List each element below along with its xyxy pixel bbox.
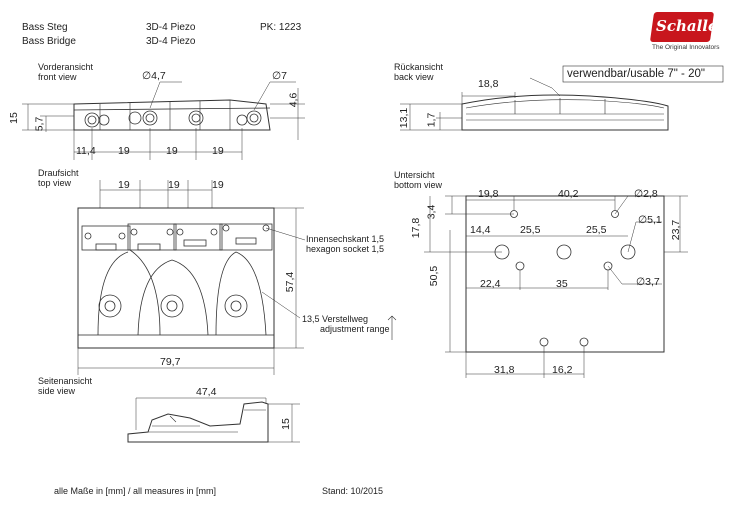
bottom-dim-o: 31,8	[494, 364, 515, 376]
bottom-dim-c: ∅2,8	[634, 188, 658, 200]
front-view-label-en: front view	[38, 72, 77, 82]
model-line-2: 3D-4 Piezo	[146, 36, 196, 47]
front-dim-s1: 19	[118, 145, 130, 157]
bottom-dim-e: 17,8	[410, 217, 423, 239]
front-view-drawing	[22, 81, 305, 160]
logo-tagline: The Original Innovators	[652, 44, 720, 51]
back-view-label-en: back view	[394, 72, 434, 82]
footer-measures: alle Maße in [mm] / all measures in [mm]	[54, 486, 217, 496]
hex-note-en: hexagon socket 1,5	[306, 244, 385, 254]
schaller-logo: Schaller The Original Innovators	[648, 12, 725, 52]
front-dim-s0: 11,4	[76, 145, 96, 157]
bottom-dim-h: 25,5	[586, 224, 607, 236]
top-dim-s2: 19	[168, 179, 180, 191]
model-line-1: 3D-4 Piezo	[146, 22, 196, 33]
top-dim-s3: 19	[212, 179, 224, 191]
side-view-drawing	[127, 397, 300, 443]
back-dim-h2: 1,7	[425, 112, 438, 128]
bottom-dim-g: 25,5	[520, 224, 541, 236]
footer-date: Stand: 10/2015	[322, 486, 384, 496]
pk-number: PK: 1223	[260, 22, 302, 33]
top-dim-width: 79,7	[160, 356, 181, 368]
back-dim-h1: 13,1	[398, 107, 411, 129]
title-en: Bass Bridge	[22, 36, 76, 47]
bottom-view-label-en: bottom view	[394, 180, 443, 190]
bottom-dim-m: 35	[556, 278, 568, 290]
bottom-dim-f: 14,4	[470, 224, 491, 236]
top-dim-depth: 57,4	[284, 271, 297, 293]
top-view-label-en: top view	[38, 178, 72, 188]
front-dim-s3: 19	[212, 145, 224, 157]
bottom-dim-d: 3,4	[425, 204, 438, 220]
back-view-label-de: Rückansicht	[394, 62, 444, 72]
logo-brand: Schaller	[656, 17, 726, 35]
adjust-note-en: adjustment range	[320, 324, 390, 334]
adjust-note-de: 13,5 Verstellweg	[302, 314, 369, 324]
front-dim-s2: 19	[166, 145, 178, 157]
title-de: Bass Steg	[22, 22, 68, 33]
back-view-drawing	[400, 65, 724, 131]
back-dim-width: 18,8	[478, 78, 499, 90]
bottom-dim-l: 22,4	[480, 278, 501, 290]
bottom-dim-b: 40,2	[558, 188, 579, 200]
side-dim-width: 47,4	[196, 386, 217, 398]
front-dim-h1: 4,6	[287, 92, 300, 108]
top-view-label-de: Draufsicht	[38, 168, 79, 178]
bottom-dim-k: 50,5	[428, 265, 441, 287]
bottom-dim-a: 19,8	[478, 188, 499, 200]
side-view-label-en: side view	[38, 386, 76, 396]
bottom-dim-n: ∅3,7	[636, 276, 660, 288]
back-usable-note: verwendbar/usable 7" - 20"	[567, 68, 705, 80]
bottom-view-label-de: Untersicht	[394, 170, 435, 180]
hex-note-de: Innensechskant 1,5	[306, 234, 385, 244]
front-view-label-de: Vorderansicht	[38, 62, 94, 72]
bottom-view-drawing	[424, 195, 688, 378]
front-dim-h2: 15	[7, 112, 20, 124]
top-view-drawing	[77, 180, 397, 375]
side-view-label-de: Seitenansicht	[38, 376, 93, 386]
front-dim-h3: 5,7	[33, 116, 46, 132]
bottom-dim-i: ∅5,1	[638, 214, 662, 226]
top-dim-s1: 19	[118, 179, 130, 191]
front-dim-d2: ∅7	[272, 70, 287, 82]
side-dim-height: 15	[279, 418, 292, 430]
front-dim-d1: ∅4,7	[142, 70, 166, 82]
bottom-dim-j: 23,7	[670, 219, 683, 241]
bottom-dim-p: 16,2	[552, 364, 573, 376]
